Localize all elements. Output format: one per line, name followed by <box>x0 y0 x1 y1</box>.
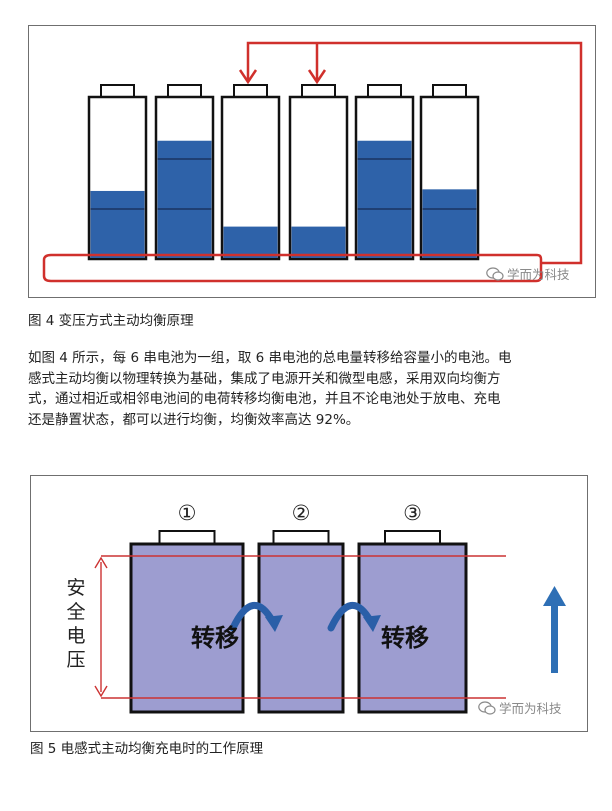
battery-cell-3 <box>220 84 281 261</box>
watermark-text: 学而为科技 <box>507 267 570 282</box>
safe-voltage-char: 安 <box>66 577 85 599</box>
battery-terminal <box>432 84 467 98</box>
battery-cell-4 <box>288 84 349 261</box>
transfer-label: 转移 <box>191 624 239 652</box>
battery-charge-fill <box>357 140 412 258</box>
figure-5-caption: 图 5 电感式主动均衡充电时的工作原理 <box>30 741 264 757</box>
transfer-arrow-head <box>265 615 283 632</box>
battery-terminal <box>272 530 330 545</box>
transfer-arrow-curve <box>327 601 375 632</box>
cell-number-label: ② <box>292 501 311 525</box>
figure-4 <box>28 25 596 298</box>
charging-direction-arrow <box>543 586 566 673</box>
battery-body <box>357 542 468 714</box>
charge-transfer-2: 转移 <box>327 601 429 652</box>
battery-terminal <box>367 84 402 98</box>
figure-5: ① ② ③ 安全电压 转移 转移 <box>30 475 588 732</box>
battery-charge-fill <box>223 226 278 258</box>
cell-number-label: ① <box>178 501 197 525</box>
battery-terminal <box>384 530 441 545</box>
figure-5-diagram: ① ② ③ 安全电压 转移 转移 <box>66 501 566 714</box>
battery-cell-2: ② <box>257 501 345 714</box>
figure-4-diagram <box>42 41 583 283</box>
transfer-label: 转移 <box>381 624 429 652</box>
battery-cell-6 <box>419 84 480 261</box>
battery-terminal <box>167 84 202 98</box>
paragraph-line: 感式主动均衡以物理转换为基础，集成了电源开关和微型电感，采用双向均衡方 <box>28 370 501 387</box>
battery-charge-fill <box>291 226 346 258</box>
charge-transfer-1: 转移 <box>191 601 283 652</box>
battery-charge-fill <box>157 140 212 258</box>
safe-voltage-char: 电 <box>66 625 85 647</box>
battery-terminal <box>301 84 336 98</box>
battery-charge-fill <box>422 189 477 258</box>
battery-terminal <box>233 84 268 98</box>
safe-voltage-char: 压 <box>66 649 85 671</box>
watermark-figure-5: 学而为科技 <box>478 698 562 717</box>
battery-terminal <box>100 84 135 98</box>
battery-cell-1: ① <box>129 501 245 714</box>
safe-voltage-char: 全 <box>66 601 85 623</box>
flow-arrow-2 <box>307 69 327 85</box>
battery-cell-3: ③ <box>357 501 468 714</box>
figure-4-caption: 图 4 变压方式主动均衡原理 <box>28 313 194 329</box>
watermark-text: 学而为科技 <box>499 701 562 716</box>
battery-terminal <box>158 530 216 545</box>
paragraph-line: 如图 4 所示，每 6 串电池为一组，取 6 串电池的总电量转移给容量小的电池。… <box>28 350 512 366</box>
battery-charge-fill <box>90 190 145 258</box>
voltage-range-arrow <box>94 556 108 698</box>
transfer-arrow-head <box>363 615 381 632</box>
paragraph-line: 式，通过相近或相邻电池间的电荷转移均衡电池，并且不论电池处于放电、充电 <box>28 391 501 407</box>
battery-cell-1 <box>87 84 148 261</box>
battery-cell-2 <box>154 84 215 261</box>
battery-body <box>129 542 245 714</box>
wechat-icon <box>478 700 496 715</box>
battery-cell-5 <box>354 84 415 261</box>
transfer-arrow-curve <box>229 601 277 632</box>
paragraph-line: 还是静置状态，都可以进行均衡，均衡效率高达 92%。 <box>28 411 360 428</box>
cell-number-label: ③ <box>403 501 422 525</box>
safe-voltage-label: 安全电压 <box>66 577 85 671</box>
body-paragraph: 如图 4 所示，每 6 串电池为一组，取 6 串电池的总电量转移给容量小的电池。… <box>28 348 612 430</box>
flow-arrow-1 <box>238 69 258 85</box>
watermark-figure-4: 学而为科技 <box>486 264 570 283</box>
wechat-icon <box>486 266 504 281</box>
balancing-loop-wire <box>42 41 583 283</box>
